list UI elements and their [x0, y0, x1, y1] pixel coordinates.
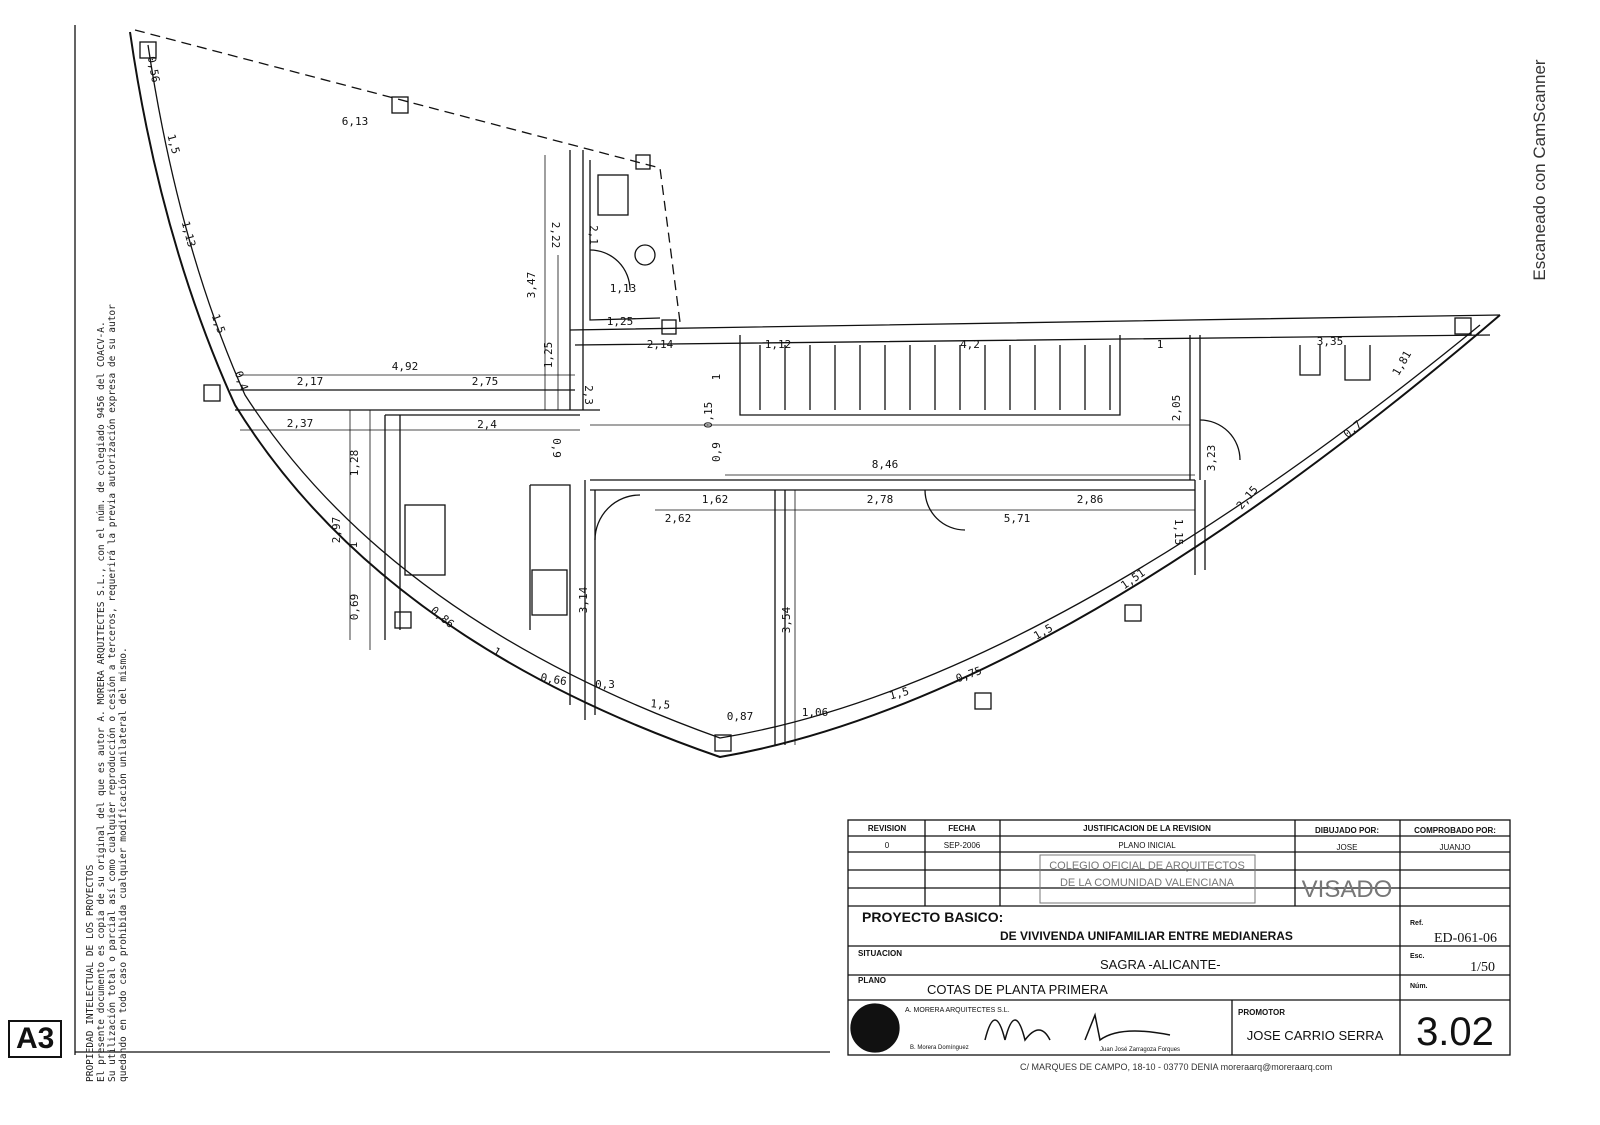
header-dibujado: DIBUJADO POR:	[1315, 826, 1379, 835]
dimension-label: 2,14	[647, 338, 674, 351]
proyecto-label: PROYECTO BASICO:	[862, 909, 1003, 925]
dimension-label: 1,62	[702, 493, 729, 506]
title-block	[847, 819, 1511, 1056]
dimension-label: 1,5	[650, 697, 671, 712]
dimension-label: 1	[710, 374, 723, 381]
dimension-label: 3,54	[780, 606, 793, 633]
dimension-label: 2,4	[477, 418, 497, 431]
visado-stamp: COLEGIO OFICIAL DE ARQUITECTOS DE LA COM…	[1049, 860, 1392, 903]
dimension-label: 0,4	[232, 369, 251, 392]
dimension-label: 0,7	[1341, 418, 1365, 441]
header-justificacion: JUSTIFICACION DE LA REVISION	[1083, 824, 1211, 833]
walls	[74, 25, 1501, 1055]
dimension-label: 1	[347, 542, 360, 549]
stamp-outline	[1039, 854, 1256, 904]
dimension-label: 1,13	[610, 282, 637, 295]
dimension-label: 1,25	[607, 315, 634, 328]
dimension-label: 0,75	[954, 664, 983, 685]
dimension-lines	[240, 155, 1195, 745]
dimension-label: 0,9	[710, 442, 723, 462]
stamp-line-1: COLEGIO OFICIAL DE ARQUITECTOS	[1049, 860, 1245, 872]
dimension-label: 2,22	[549, 222, 562, 249]
plano-label: PLANO	[858, 976, 886, 985]
dimension-label: 0,3	[595, 678, 615, 691]
situacion-label: SITUACION	[858, 949, 902, 958]
dimension-label: 0,66	[539, 671, 567, 688]
dimension-label: 1,13	[179, 220, 198, 249]
sheet-number: 3.02	[1416, 1010, 1494, 1054]
dimension-label: 4,2	[960, 338, 980, 351]
sheet-size-label: A3	[8, 1020, 63, 1058]
dimension-label: 0,56	[145, 55, 162, 83]
promotor-value: JOSE CARRIO SERRA	[1247, 1028, 1384, 1043]
plano-value: COTAS DE PLANTA PRIMERA	[927, 982, 1108, 997]
footer-address: C/ MARQUES DE CAMPO, 18-10 - 03770 DENIA…	[1020, 1062, 1333, 1072]
esc-label: Esc.	[1410, 953, 1424, 960]
dimension-label: 2,17	[297, 375, 324, 388]
header-revision: REVISION	[868, 824, 906, 833]
dimension-label: 1,06	[802, 706, 829, 719]
dimension-label: 2,15	[1234, 483, 1261, 512]
dimension-label: 1,51	[1118, 566, 1147, 592]
dimension-label: 3,35	[1317, 335, 1344, 348]
dimension-label: 2,75	[472, 375, 499, 388]
num-label: Núm.	[1410, 983, 1428, 990]
dimension-label: 6,13	[342, 115, 369, 128]
dimension-labels: 0,56 1,5 6,13 1,13 1,5 2,22 3,47 2,1 1,13 1,25 2,1…	[145, 55, 1414, 723]
ref-value: ED-061-06	[1434, 931, 1497, 946]
dimension-label: 0,15	[702, 402, 715, 429]
dimension-label: 4,92	[392, 360, 419, 373]
header-comprobado: COMPROBADO POR:	[1414, 826, 1496, 835]
revision-value: 0	[885, 841, 890, 850]
dimension-label: 3,14	[577, 586, 590, 613]
dimension-label: 1,5	[209, 312, 228, 335]
dimension-label: 1,81	[1390, 349, 1415, 378]
proyecto-value: DE VIVIVENDA UNIFAMILIAR ENTRE MEDIANERA…	[1000, 929, 1293, 943]
dimension-label: 3,23	[1205, 445, 1218, 472]
dimension-label: 2,97	[330, 517, 343, 544]
signer-2: Juan José Zarragoza Forques	[1100, 1047, 1180, 1053]
signer-1: B. Morera Domínguez	[910, 1045, 969, 1051]
dimension-label: 1,5	[165, 133, 183, 156]
dimension-label: 2,05	[1170, 395, 1183, 422]
fecha-value: SEP-2006	[944, 841, 981, 850]
header-fecha: FECHA	[948, 824, 976, 833]
dimension-label: 5,71	[1004, 512, 1031, 525]
comprobado-value: JUANJO	[1439, 843, 1470, 852]
stamp-line-3: VISADO	[1302, 876, 1393, 903]
copyright-note: PROPIEDAD INTELECTUAL DE LOS PROYECTOS E…	[85, 304, 129, 1082]
justificacion-value: PLANO INICIAL	[1118, 841, 1176, 850]
ref-label: Ref.	[1410, 920, 1423, 927]
dimension-label: 2,86	[1077, 493, 1104, 506]
dimension-label: 1,12	[765, 338, 792, 351]
dimension-label: 0,9	[550, 438, 563, 458]
dimension-label: 1,25	[542, 342, 555, 369]
dimension-label: 2,1	[587, 225, 600, 245]
stamp-line-2: DE LA COMUNIDAD VALENCIANA	[1060, 877, 1235, 889]
situacion-value: SAGRA -ALICANTE-	[1100, 957, 1221, 972]
dimension-label: 2,78	[867, 493, 894, 506]
dimension-label: 8,46	[872, 458, 899, 471]
dimension-label: 1,28	[348, 450, 361, 477]
dimension-label: 2,37	[287, 417, 314, 430]
dimension-label: 1	[1157, 338, 1164, 351]
dimension-label: 3,47	[525, 272, 538, 299]
promotor-label: PROMOTOR	[1238, 1008, 1285, 1017]
dimension-label: 1,15	[1172, 519, 1185, 546]
firm-name: A. MORERA ARQUITECTES S.L.	[905, 1007, 1010, 1014]
dimension-label: 2,62	[665, 512, 692, 525]
signature-2	[1084, 1012, 1171, 1042]
signature-1	[984, 1019, 1051, 1042]
dibujado-value: JOSE	[1337, 843, 1358, 852]
dimension-label: 0,87	[727, 710, 754, 723]
esc-value: 1/50	[1470, 960, 1495, 975]
dimension-label: 2,3	[582, 385, 595, 405]
dimension-label: 0,69	[348, 594, 361, 621]
camscanner-watermark: Escaneado con CamScanner	[1530, 59, 1549, 281]
dimension-label: 1,5	[1031, 621, 1055, 642]
dimension-label: 1,5	[888, 685, 911, 703]
